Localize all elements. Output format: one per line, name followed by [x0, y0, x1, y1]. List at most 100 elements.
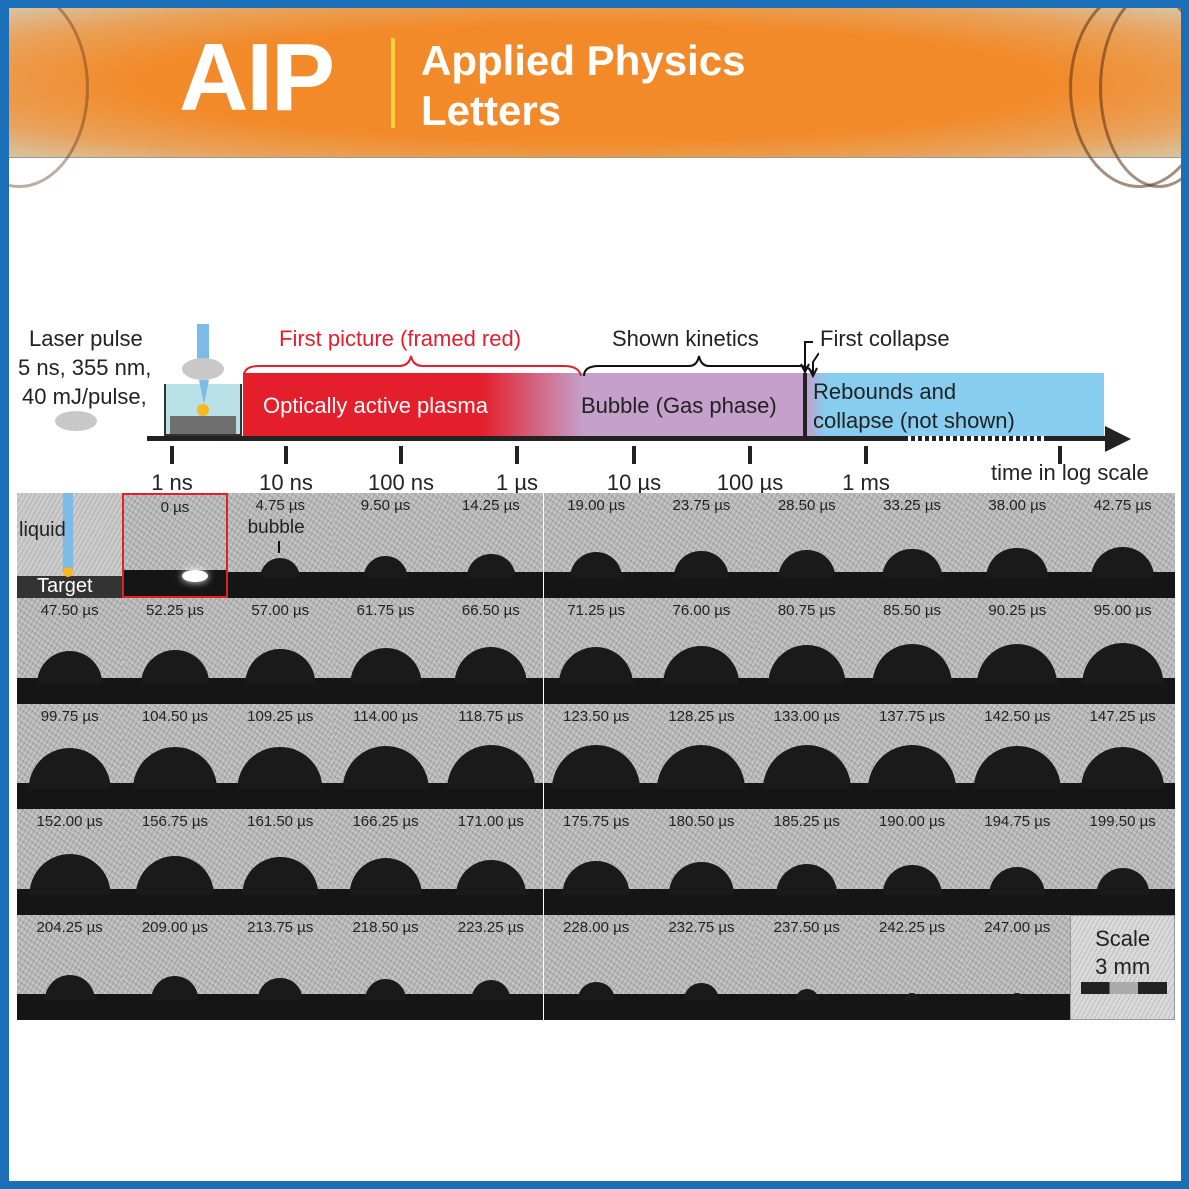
bubble-shape	[778, 549, 836, 579]
scale-bar	[1081, 981, 1167, 994]
laser-label-2: 5 ns, 355 nm,	[18, 355, 152, 380]
bubble-shape	[882, 865, 942, 895]
bubble-phase-label: Bubble (Gas phase)	[581, 393, 777, 418]
frame-time-label: 57.00 µs	[251, 602, 310, 620]
frame-time-label: 114.00 µs	[353, 707, 419, 725]
frame-time-label: 142.50 µs	[984, 707, 1051, 725]
phase-braces	[243, 352, 819, 378]
axis-tick	[170, 446, 174, 464]
axis-tick-label: 100 µs	[716, 470, 784, 495]
frame-time-label: 194.75 µs	[984, 813, 1051, 831]
bubble-shape	[260, 558, 301, 579]
frame-4: 19.00 µs	[543, 493, 649, 599]
axis-tick	[864, 446, 868, 464]
frame-33: 156.75 µs	[122, 809, 228, 915]
frame-10: 47.50 µs	[17, 598, 123, 704]
frame-29: 137.75 µs	[859, 703, 965, 810]
axis-tick-label: 1 ms	[842, 470, 890, 495]
frame-13: 61.75 µs	[332, 598, 439, 704]
bubble-shape	[29, 854, 111, 895]
laser-setup-icon	[164, 324, 244, 436]
rebound-label-1: Rebounds and	[813, 379, 957, 404]
frame-time-label: 85.50 µs	[883, 602, 941, 620]
bubble-shape	[559, 646, 634, 684]
frame-time-label: 33.25 µs	[883, 497, 941, 514]
bubble-shape	[868, 745, 957, 790]
frame-time-label: 204.25 µs	[36, 918, 103, 936]
frame-9: 42.75 µs	[1070, 493, 1176, 599]
frame-26: 123.50 µs	[543, 703, 649, 810]
bubble-shape	[471, 980, 511, 1000]
frame-time-label: 242.25 µs	[878, 918, 946, 936]
bubble-shape	[455, 859, 526, 895]
bubble-shape	[466, 554, 516, 579]
axis-tick-label: 10 ns	[259, 470, 313, 495]
frame-32: 152.00 µs	[17, 809, 123, 915]
frame-0: 0 µs	[122, 493, 228, 599]
frame-time-label: 223.25 µs	[457, 918, 524, 936]
frame-3: 14.25 µs	[438, 493, 544, 599]
frame-43: 204.25 µs	[17, 914, 123, 1020]
first-picture-brace	[243, 355, 582, 377]
frame-38: 180.50 µs	[648, 809, 755, 915]
frame-14: 66.50 µs	[438, 598, 544, 704]
frame-20: 95.00 µs	[1070, 598, 1176, 704]
bubble-shape	[795, 988, 819, 1000]
frame-time-label: 52.25 µs	[146, 602, 204, 620]
frame-time-label: 76.00 µs	[672, 602, 731, 620]
bubble-shape	[577, 981, 615, 1000]
bubble-shape	[237, 746, 323, 790]
scale-value: 3 mm	[1095, 953, 1151, 979]
bubble-shape	[674, 551, 729, 579]
frame-50: 237.50 µs	[754, 914, 860, 1020]
frame-time-label: 247.00 µs	[984, 918, 1051, 936]
liquid-label: liquid	[19, 519, 66, 541]
frame-time-label: 133.00 µs	[773, 707, 840, 725]
frame-34: 161.50 µs	[227, 809, 333, 915]
figure: AIP Applied Physics Letters Laser pulse …	[9, 8, 1181, 1181]
frame-41: 194.75 µs	[964, 809, 1070, 915]
bubble-shape	[141, 650, 209, 684]
bubble-shape	[151, 976, 199, 1000]
frame-time-label: 213.75 µs	[247, 918, 314, 936]
laser-label-3: 40 mJ/pulse,	[22, 384, 147, 409]
frame-time-label: 218.50 µs	[352, 918, 419, 936]
axis-tick-label: 1 ns	[151, 470, 193, 495]
bubble-shape	[663, 645, 740, 684]
frame-16: 76.00 µs	[648, 598, 755, 704]
bubble-shape	[762, 745, 851, 790]
frame-2: 9.50 µs	[332, 493, 439, 599]
frame-23: 109.25 µs	[227, 703, 333, 810]
bubble-shape	[570, 552, 623, 579]
frame-time-label: 161.50 µs	[247, 813, 314, 831]
bubble-shape	[364, 979, 407, 1000]
frame-time-label: 109.25 µs	[247, 707, 314, 725]
frame-11: 52.25 µs	[122, 598, 228, 704]
bubble-shape	[44, 974, 95, 1000]
frame-time-label: 28.50 µs	[777, 497, 836, 514]
frame-7: 33.25 µs	[859, 493, 965, 599]
bubble-shape	[363, 555, 408, 579]
frame-5: 23.75 µs	[648, 493, 755, 599]
frame-37: 175.75 µs	[543, 809, 649, 915]
bubble-shape	[552, 745, 641, 790]
bubble-shape	[350, 648, 422, 684]
axis-tick	[284, 446, 288, 464]
bubble-shape	[974, 745, 1061, 790]
bubble-shape	[1080, 747, 1165, 790]
frame-time-label: 66.50 µs	[461, 602, 520, 620]
frame-51: 242.25 µs	[859, 914, 965, 1020]
frame-time-label: 14.25 µs	[461, 497, 520, 514]
bubble-shape	[882, 548, 942, 579]
frame-time-label: 95.00 µs	[1093, 602, 1152, 620]
frame-time-label: 42.75 µs	[1093, 497, 1152, 514]
time-axis	[147, 436, 1107, 441]
bubble-shape	[1096, 868, 1150, 895]
frame-40: 190.00 µs	[859, 809, 965, 915]
bubble-shape	[349, 858, 422, 895]
frame-36: 171.00 µs	[438, 809, 544, 915]
frame-time-label: 104.50 µs	[141, 707, 209, 725]
bubble-shape	[977, 643, 1058, 684]
